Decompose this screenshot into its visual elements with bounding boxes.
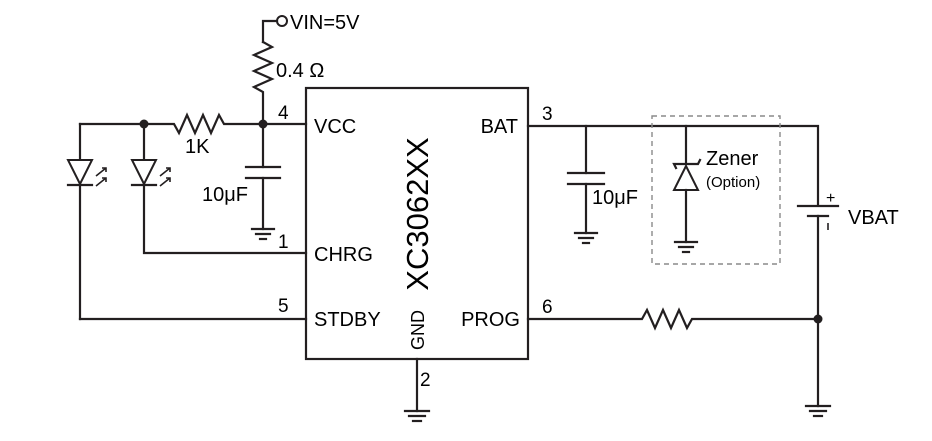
pin-label-gnd: GND [408,310,428,350]
optional-zener-box [651,115,781,265]
input-capacitor [244,165,282,231]
prog-resistor [526,307,820,331]
pin-number-vcc: 4 [278,103,289,124]
pin-label-vcc: VCC [314,116,356,138]
zener-label: Zener [706,148,759,170]
pin-number-gnd: 2 [420,370,431,391]
pin-label-chrg: CHRG [314,244,373,266]
battery-label: VBAT [848,207,899,229]
led-resistor [142,112,265,136]
battery-icon [796,204,840,408]
pin-label-prog: PROG [461,309,520,331]
input-capacitor-value: 10μF [202,184,248,206]
ground-icon [250,227,276,241]
pin-label-stdby: STDBY [314,309,381,331]
vin-label: VIN=5V [290,12,360,34]
pin-number-stdby: 5 [278,296,289,317]
output-capacitor [566,124,606,235]
ground-icon [673,240,699,254]
battery-plus-sign: + [826,190,835,207]
ground-icon [573,231,599,245]
chrg-led-icon [130,122,308,255]
zener-diode-icon [672,124,702,244]
ic-part-name: XC3062XX [400,137,435,291]
output-capacitor-value: 10μF [592,187,638,209]
pin-label-bat: BAT [481,116,518,138]
stdby-led-icon [66,122,107,321]
pin-number-bat: 3 [542,104,553,125]
prog-junction-dot [813,314,823,324]
pin-number-prog: 6 [542,297,553,318]
led-resistor-value: 1K [185,136,210,158]
input-resistor [251,40,275,126]
input-resistor-value: 0.4 Ω [276,60,324,82]
ground-icon [804,404,832,418]
bat-wire [526,124,820,206]
zener-note: (Option) [706,174,760,191]
vin-supply-terminal [261,15,288,44]
ground-icon [403,409,431,423]
pin-number-chrg: 1 [278,232,289,253]
